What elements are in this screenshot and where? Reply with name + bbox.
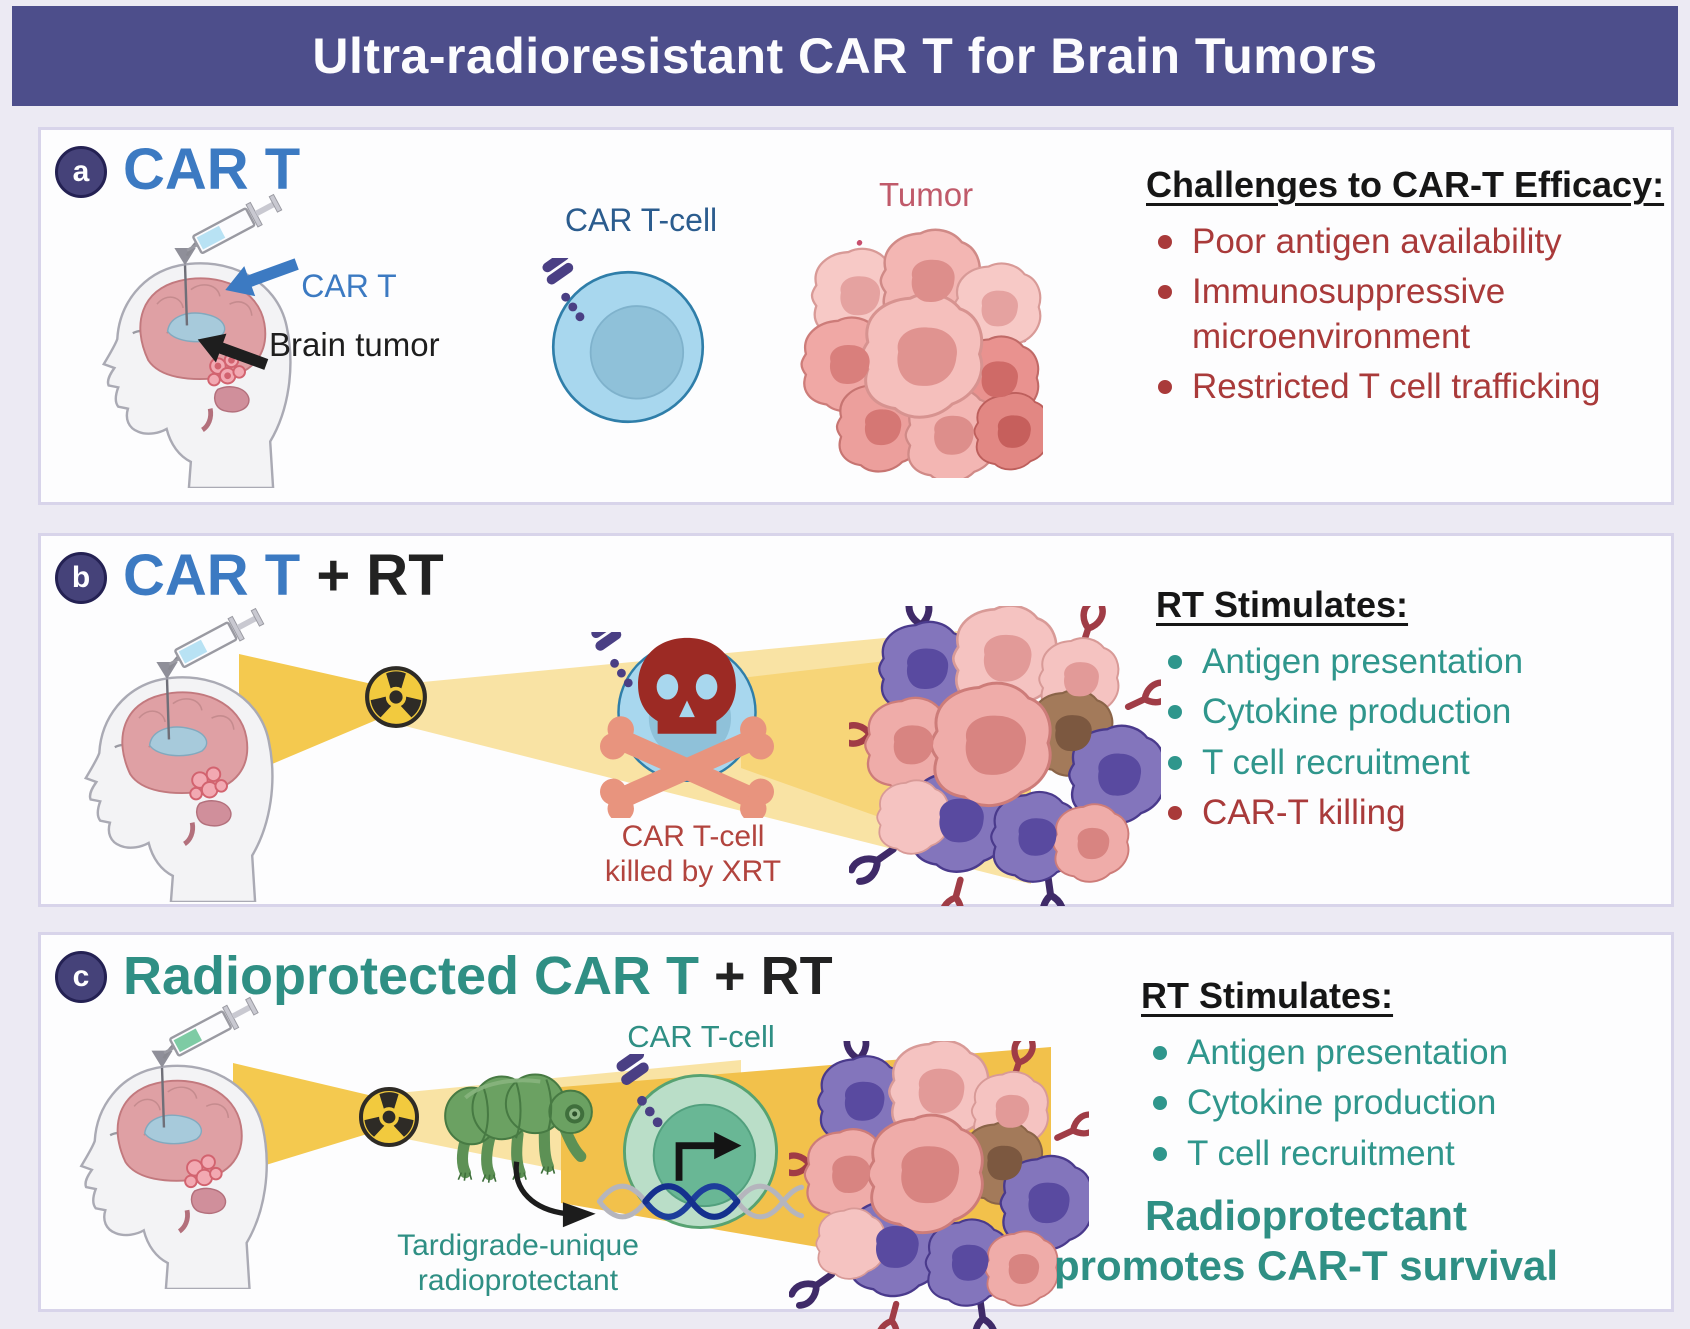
tumor-cluster-illustration [789,1041,1089,1329]
tumor-cluster-illustration [800,228,1043,478]
label-tumor: Tumor [878,176,974,213]
tardigrade-to-dna-arrow-icon [513,1161,596,1228]
skull-icon [638,637,736,734]
dna-helix-icon [596,1183,805,1220]
list-item: Antigen presentation [1156,640,1523,684]
rt-stimulates-list: RT Stimulates: Antigen presentation Cyto… [1141,975,1508,1182]
brain-tumor-cells [189,766,229,801]
list-item: Restricted T cell trafficking [1146,365,1636,409]
cerebellum [213,386,250,413]
syringe-icon [186,193,283,254]
tardigrade-claws [457,1166,556,1183]
list-item: CAR-T killing [1156,791,1523,835]
panel-b-badge: b [55,552,107,604]
panel-a-badge: a [55,146,107,198]
ventricle [166,312,226,343]
syringe-icon [168,607,265,668]
list-item: Poor antigen availability [1146,220,1636,264]
list-item: Cytokine production [1156,690,1523,734]
label-car-t-cell: CAR T-cell [627,1019,775,1054]
list-item: Cytokine production [1141,1081,1508,1125]
car-t-cell-killed-illustration [591,632,779,818]
panel-c-title-radio: Radioprotected CAR T [123,946,700,1006]
panel-b-title: CAR T + RT [123,542,444,609]
challenges-heading: Challenges to CAR-T Efficacy: [1146,164,1665,205]
radiation-icon [365,666,427,728]
brain-tumor-arrow-icon [197,333,269,370]
list-item: Immunosuppressive microenvironment [1146,270,1636,359]
brain-tumor-cells [184,1154,223,1189]
panel-c-title-rt: + RT [699,946,833,1006]
car-receptor-icon [591,632,633,688]
syringe-icon [163,996,259,1057]
list-item: Antigen presentation [1141,1031,1508,1075]
panel-b-title-car: CAR T [123,543,301,608]
panel-b-car-t-rt: b CAR T + RT [38,533,1674,907]
title-bar: Ultra-radioresistant CAR T for Brain Tum… [12,6,1678,106]
tumor-cluster-illustration [849,606,1161,906]
car-t-arrow-icon [225,258,299,297]
list-item: T cell recruitment [1141,1132,1508,1176]
head-brain-illustration [83,607,274,902]
brain-tumor-cells [207,352,247,387]
rt-stimulates-list: RT Stimulates: Antigen presentation Cyto… [1156,584,1523,842]
label-brain-tumor: Brain tumor [269,326,440,363]
head-brain-illustration [79,996,268,1289]
figure-title: Ultra-radioresistant CAR T for Brain Tum… [312,28,1378,84]
panel-c-radioprotected: c Radioprotected CAR T + RT [38,932,1674,1312]
label-car-t-cell: CAR T-cell [564,202,718,238]
tardigrade-mouth [565,1104,585,1124]
radioprotectant-survival-note: Radioprotectant promotes CAR-T survival [1053,1192,1559,1289]
needle [183,265,189,326]
panel-c-title: Radioprotected CAR T + RT [123,945,833,1007]
challenges-list: Challenges to CAR-T Efficacy: Poor antig… [1146,164,1665,416]
panel-a-car-t: a CAR T CAR T Brain tumor [38,127,1674,505]
rt-stimulates-heading: RT Stimulates: [1141,975,1394,1016]
panel-b-title-rt: + RT [300,543,444,608]
list-item: T cell recruitment [1156,741,1523,785]
car-receptor-icon [542,258,585,322]
tardigrade-icon [444,1073,593,1183]
panel-c-badge: c [55,951,107,1003]
car-t-cell-illustration [542,258,705,424]
radiation-icon [359,1087,419,1147]
car-receptor-icon [616,1054,663,1128]
label-tardigrade-radioprotectant: Tardigrade-unique radioprotectant [397,1229,639,1297]
head-brain-illustration [101,193,292,488]
rt-stimulates-heading: RT Stimulates: [1156,584,1409,625]
panel-a-title: CAR T [123,137,301,202]
label-killed-by-xrt: CAR T-cell killed by XRT [604,820,782,888]
promoter-arrow-icon [675,1132,742,1181]
label-car-t: CAR T [301,268,397,304]
